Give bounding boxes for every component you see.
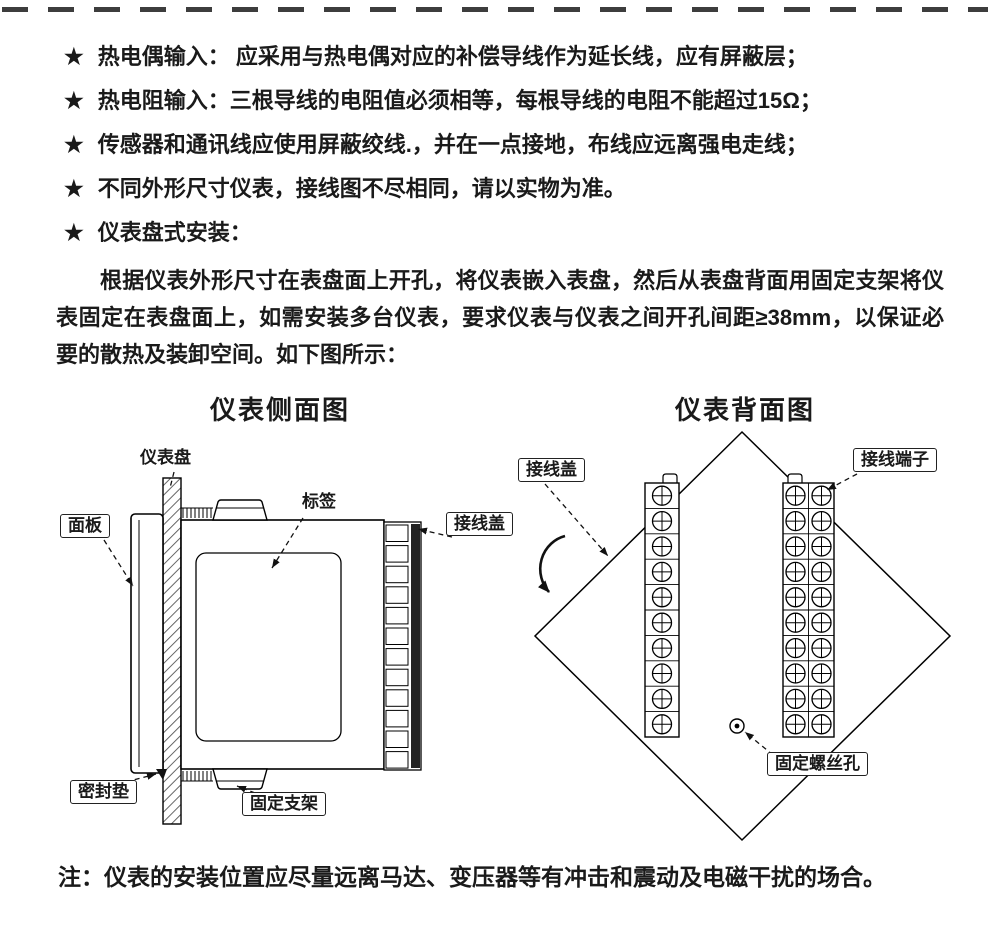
back-view-drawing [533, 430, 952, 842]
bullet-text: 热电阻输入：三根导线的电阻值必须相等，每根导线的电阻不能超过15Ω； [97, 88, 822, 113]
bullet-text: 传感器和通讯线应使用屏蔽绞线.，并在一点接地，布线应远离强电走线； [97, 132, 808, 157]
seal-gasket-shape [156, 769, 167, 780]
front-bezel [130, 513, 164, 774]
side-figure-title: 仪表侧面图 [209, 396, 350, 425]
bullet-item: ★ 不同外形尺寸仪表，接线图不尽相同，请以实物为准。 [64, 174, 964, 203]
star-icon: ★ [64, 220, 84, 245]
label-screw-hole: 固定螺丝孔 [767, 752, 868, 776]
mounting-bracket-top [181, 499, 268, 521]
star-icon: ★ [64, 88, 84, 113]
leader-line-tag [271, 517, 304, 569]
leader-line-terminal-cover [417, 527, 453, 538]
bullet-list: ★ 热电偶输入： 应采用与热电偶对应的补偿导线作为延长线，应有屏蔽层； ★ 热电… [64, 42, 964, 262]
leader-line-panel [169, 471, 175, 489]
leader-line-terminal-block [826, 473, 858, 491]
instrument-body [180, 519, 385, 770]
leader-line-front-panel [103, 539, 134, 587]
bullet-text: 热电偶输入： 应采用与热电偶对应的补偿导线作为延长线，应有屏蔽层； [97, 44, 808, 69]
label-area [195, 552, 342, 742]
leader-line-screw-hole [744, 731, 774, 756]
back-figure-title: 仪表背面图 [674, 396, 815, 425]
label-panel: 仪表盘 [140, 448, 191, 468]
bullet-item: ★ 热电阻输入：三根导线的电阻值必须相等，每根导线的电阻不能超过15Ω； [64, 86, 964, 115]
leader-line-bracket [236, 785, 256, 794]
side-view-figure: 仪表盘 面板 标签 接线盖 密封垫 固定支架 [40, 430, 513, 835]
star-icon: ★ [64, 176, 84, 201]
star-icon: ★ [64, 44, 84, 69]
diamond-outline [533, 430, 952, 842]
bullet-item: ★ 传感器和通讯线应使用屏蔽绞线.，并在一点接地，布线应远离强电走线； [64, 130, 964, 159]
label-terminal-block: 接线端子 [853, 448, 937, 472]
label-bracket: 固定支架 [242, 792, 326, 816]
top-dashed-divider [2, 7, 988, 12]
bullet-text: 仪表盘式安装： [97, 220, 252, 245]
label-tag: 标签 [302, 492, 336, 512]
label-seal-gasket: 密封垫 [70, 780, 137, 804]
bullet-item: ★ 热电偶输入： 应采用与热电偶对应的补偿导线作为延长线，应有屏蔽层； [64, 42, 964, 71]
install-paragraph: 根据仪表外形尺寸在表盘面上开孔，将仪表嵌入表盘，然后从表盘背面用固定支架将仪表固… [56, 268, 944, 367]
side-view-drawing [103, 471, 453, 825]
bullet-item: ★ 仪表盘式安装： [64, 218, 964, 247]
mounting-bracket-bottom [181, 768, 268, 790]
bullet-text: 不同外形尺寸仪表，接线图不尽相同，请以实物为准。 [97, 176, 626, 201]
leader-line-cover-back [544, 483, 609, 557]
back-view-figure: 接线盖 接线端子 固定螺丝孔 [505, 428, 970, 848]
note-text: 注：仪表的安装位置应尽量远离马达、变压器等有冲击和震动及电磁干扰的场合。 [58, 864, 886, 890]
label-terminal-cover-back: 接线盖 [518, 458, 585, 482]
label-front-panel: 面板 [60, 514, 110, 538]
terminal-strip-right [782, 473, 835, 738]
terminal-strip-left [644, 473, 680, 738]
star-icon: ★ [64, 132, 84, 157]
label-terminal-cover-side: 接线盖 [446, 512, 513, 536]
rotation-arrow-icon [537, 534, 566, 593]
fixing-screw-hole [729, 718, 745, 734]
terminal-cover-slats [383, 521, 422, 771]
